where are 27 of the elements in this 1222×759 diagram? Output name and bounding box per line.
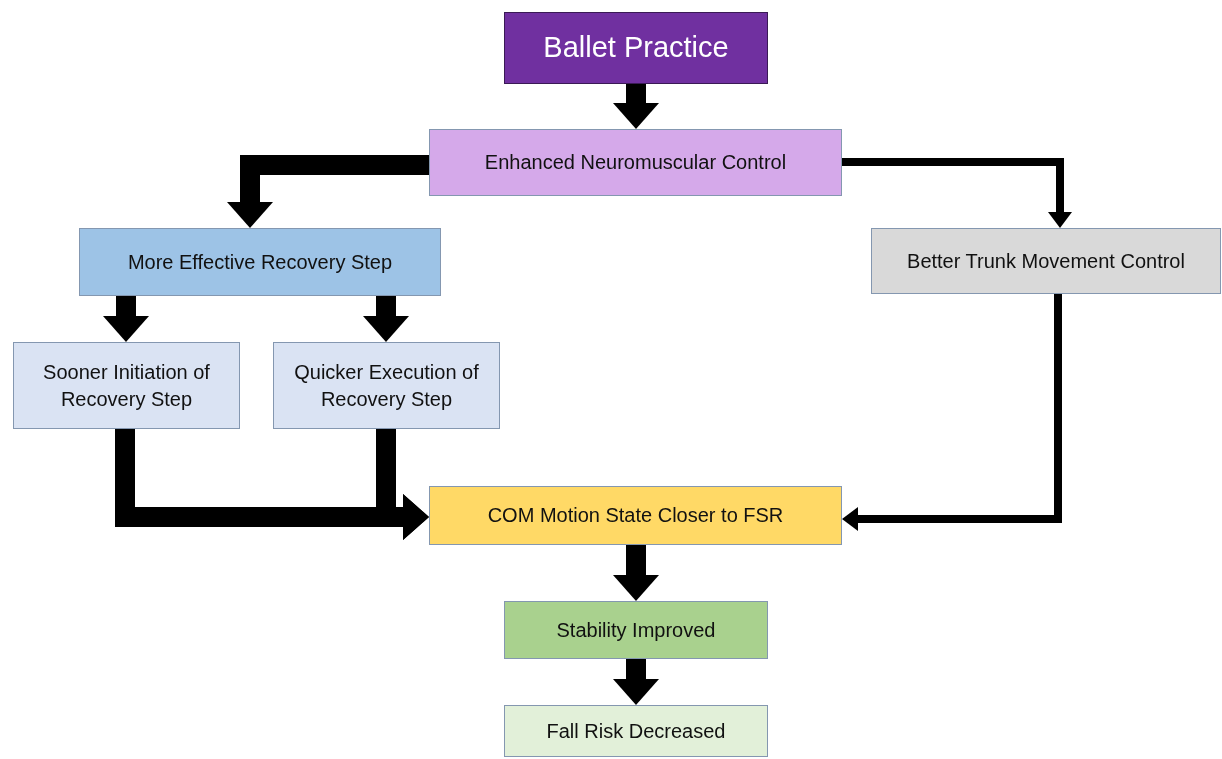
box-label: Sooner Initiation of Recovery Step xyxy=(42,359,211,412)
process-box xyxy=(504,601,768,659)
box-label: Fall Risk Decreased xyxy=(546,718,726,744)
process-box xyxy=(429,486,842,545)
process-box xyxy=(871,228,1221,294)
arrow xyxy=(842,158,1072,228)
box-label: Enhanced Neuromuscular Control xyxy=(484,150,787,175)
box-label: COM Motion State Closer to FSR xyxy=(487,503,784,528)
arrow xyxy=(613,84,659,129)
box-label: More Effective Recovery Step xyxy=(127,249,393,275)
arrow xyxy=(613,659,659,705)
arrow xyxy=(376,429,429,540)
arrow xyxy=(363,296,409,342)
process-box xyxy=(79,228,441,296)
arrow xyxy=(613,545,659,601)
box-label: Quicker Execution of Recovery Step xyxy=(293,359,480,412)
process-box xyxy=(13,342,240,429)
process-box xyxy=(504,12,768,84)
arrow xyxy=(227,155,429,228)
arrow xyxy=(103,296,149,342)
process-box xyxy=(504,705,768,757)
process-box xyxy=(429,129,842,196)
box-label: Ballet Practice xyxy=(543,30,729,66)
box-label: Better Trunk Movement Control xyxy=(907,248,1185,274)
process-box xyxy=(273,342,500,429)
arrow xyxy=(842,294,1062,531)
box-label: Stability Improved xyxy=(556,617,716,643)
